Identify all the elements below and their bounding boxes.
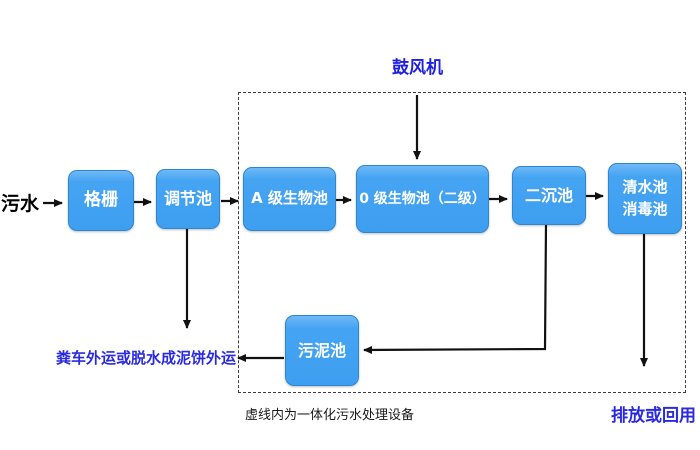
node-regulating-tank-label: 调节池: [163, 189, 212, 209]
node-grating-label: 格栅: [84, 190, 118, 211]
dashed-box-caption: 虚线内为一体化污水处理设备: [245, 408, 415, 423]
discharge-reuse-label: 排放或回用: [611, 406, 696, 426]
node-secondary-sedimentation-tank: 二沉池: [512, 166, 586, 225]
node-a-level-bio-tank: A 级生物池: [243, 167, 336, 231]
node-grating: 格栅: [68, 170, 134, 231]
node-secondary-sedimentation-tank-label: 二沉池: [524, 185, 573, 205]
blower-label: 鼓风机: [392, 58, 443, 78]
node-clearwater-disinfection-tank: 清水池 消毒池: [608, 163, 682, 234]
sludge-disposal-label: 粪车外运或脱水成泥饼外运: [56, 349, 237, 367]
node-a-level-bio-tank-label: A 级生物池: [251, 189, 328, 208]
node-regulating-tank: 调节池: [156, 169, 220, 229]
node-clearwater-label-line1: 清水池: [622, 177, 668, 196]
influent-label: 污水: [1, 193, 40, 215]
equipment-boundary-dashed-box: [238, 92, 686, 393]
node-sludge-tank: 污泥池: [285, 315, 359, 386]
node-clearwater-label-line2: 消毒池: [622, 199, 668, 218]
node-sludge-tank-label: 污泥池: [297, 340, 346, 360]
node-o-level-bio-tank-label: 0 级生物池（二级）: [359, 190, 486, 207]
node-o-level-bio-tank: 0 级生物池（二级）: [356, 165, 489, 233]
